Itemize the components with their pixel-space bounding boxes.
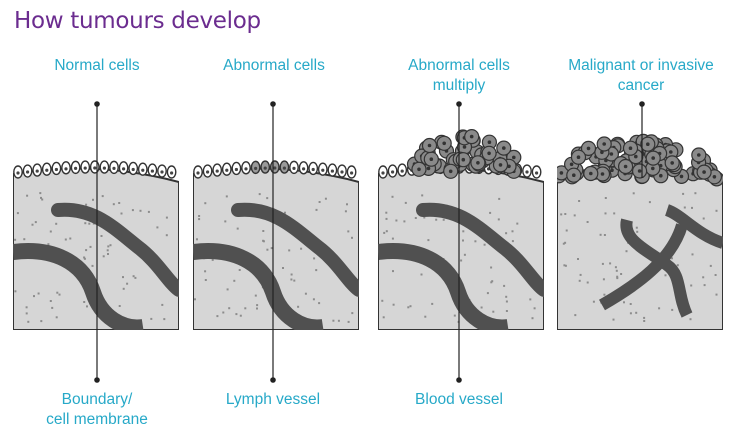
label-boundary-membrane: Boundary/cell membrane <box>46 391 148 428</box>
label-blood-vessel: Blood vessel <box>415 391 503 408</box>
panel-abnormal-cells <box>193 152 359 330</box>
diagram-title: How tumours develop <box>14 8 261 34</box>
normal-cell-row <box>13 160 177 179</box>
panel-malignant-cancer <box>557 125 723 330</box>
invasive-tumour-mass <box>557 133 723 187</box>
panel-normal-cells <box>13 152 179 330</box>
abnormal-cell-row <box>193 160 357 179</box>
panel-cells-multiply <box>378 125 544 330</box>
label-normal-cells: Normal cells <box>54 57 140 74</box>
label-lymph-vessel: Lymph vessel <box>225 391 321 408</box>
tissue-speckles <box>560 192 718 322</box>
tumour-mass <box>406 129 522 179</box>
label-abnormal-cells: Abnormal cells <box>223 57 325 74</box>
